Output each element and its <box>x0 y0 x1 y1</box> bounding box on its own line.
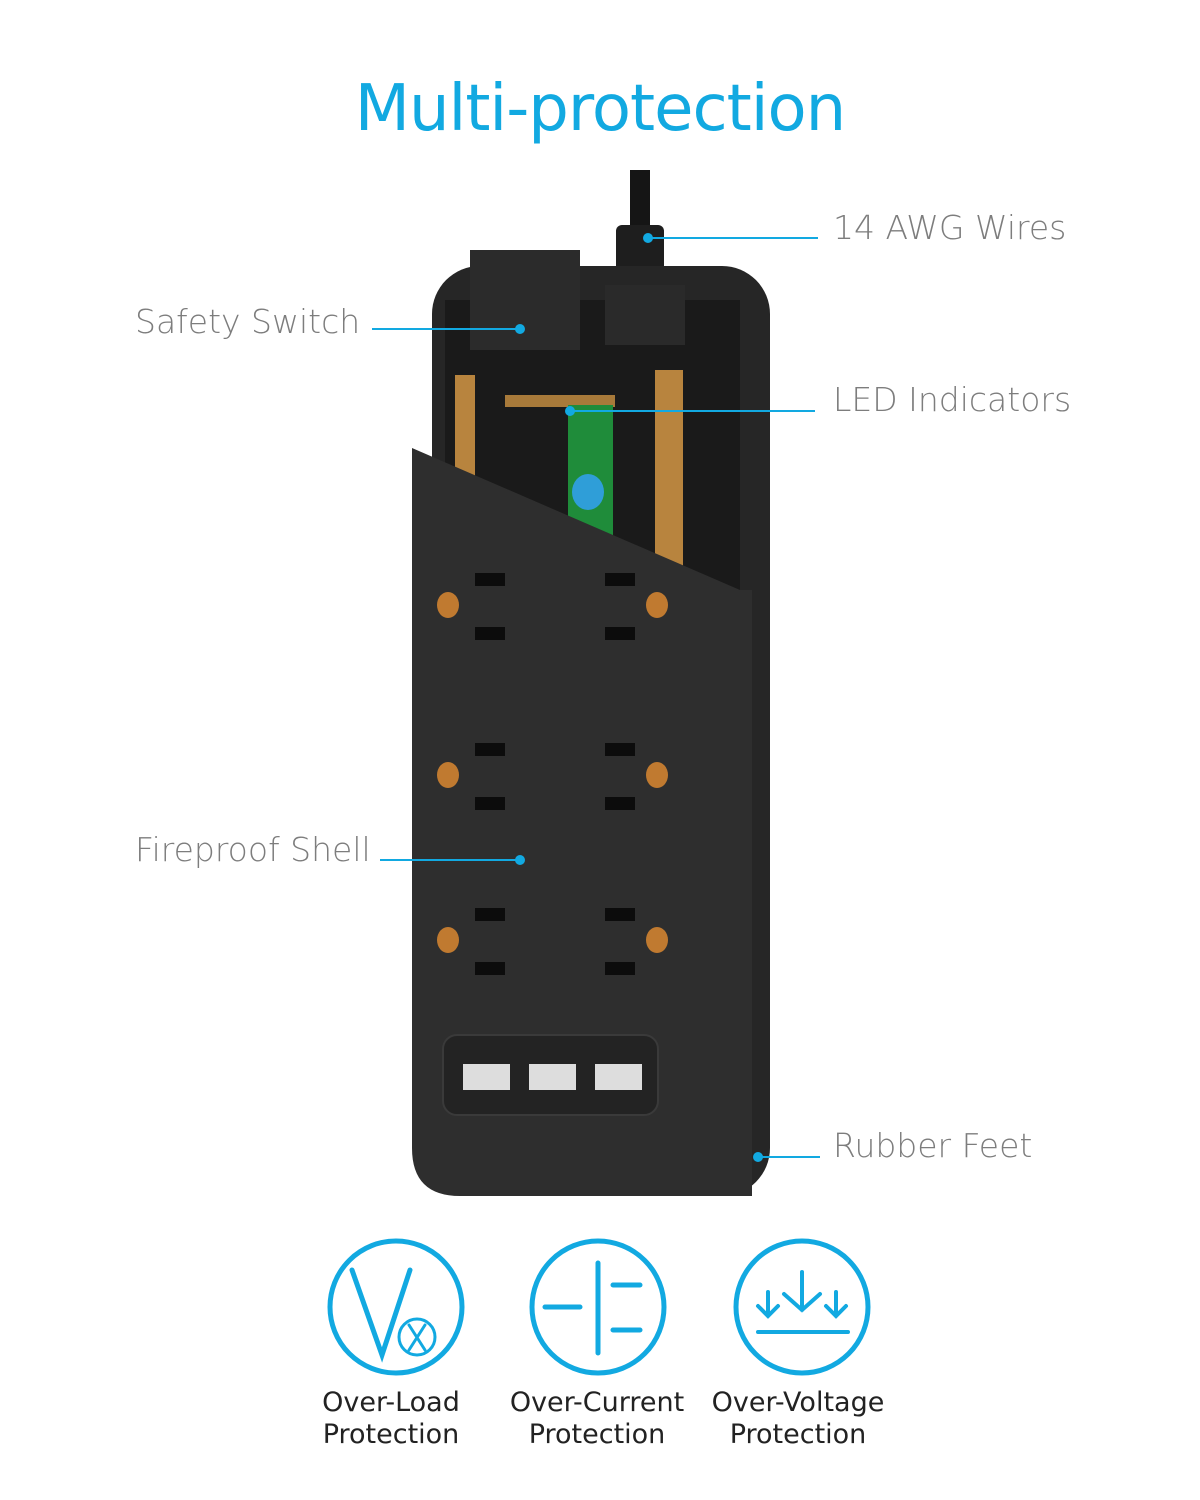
current-bars-icon <box>529 1238 667 1376</box>
leader-dot <box>515 324 525 334</box>
brass-strip-left <box>455 375 475 495</box>
feature-line2: Protection <box>528 1419 666 1450</box>
ac-outlet <box>437 743 505 810</box>
leader-dot <box>753 1152 763 1162</box>
circuit-board <box>568 405 613 535</box>
feature-line2: Protection <box>729 1419 867 1450</box>
voltage-x-icon <box>327 1238 465 1376</box>
brass-bar <box>505 395 615 407</box>
down-arrows-icon <box>733 1238 871 1376</box>
ac-outlet <box>437 908 505 975</box>
safety-switch <box>470 250 580 350</box>
feature-overcurrent: Over-Current Protection <box>487 1387 707 1451</box>
feature-line1: Over-Voltage <box>711 1387 885 1418</box>
callout-shell: Fireproof Shell <box>135 830 371 869</box>
callout-feet: Rubber Feet <box>833 1126 1033 1165</box>
feature-overload: Over-Load Protection <box>281 1387 501 1451</box>
feature-line1: Over-Load <box>322 1387 460 1418</box>
callout-safety-switch: Safety Switch <box>135 302 361 341</box>
usb-port-1 <box>463 1064 510 1090</box>
usb-port-3 <box>595 1064 642 1090</box>
ac-outlet <box>605 573 668 640</box>
cord-clamp <box>605 285 685 345</box>
leader-dot <box>515 855 525 865</box>
ac-outlet <box>605 743 668 810</box>
callout-wires: 14 AWG Wires <box>833 208 1067 247</box>
leader-dot <box>565 406 575 416</box>
capacitor <box>572 474 604 510</box>
brass-strip-right <box>655 370 683 570</box>
feature-overvoltage: Over-Voltage Protection <box>688 1387 908 1451</box>
page-title: Multi-protection <box>354 72 846 146</box>
feature-line2: Protection <box>322 1419 460 1450</box>
ac-outlet <box>437 573 505 640</box>
outlets <box>437 573 668 975</box>
ac-outlet <box>605 908 668 975</box>
usb-port-2 <box>529 1064 576 1090</box>
callout-led: LED Indicators <box>833 380 1072 419</box>
leader-dot <box>643 233 653 243</box>
feature-line1: Over-Current <box>509 1387 685 1418</box>
